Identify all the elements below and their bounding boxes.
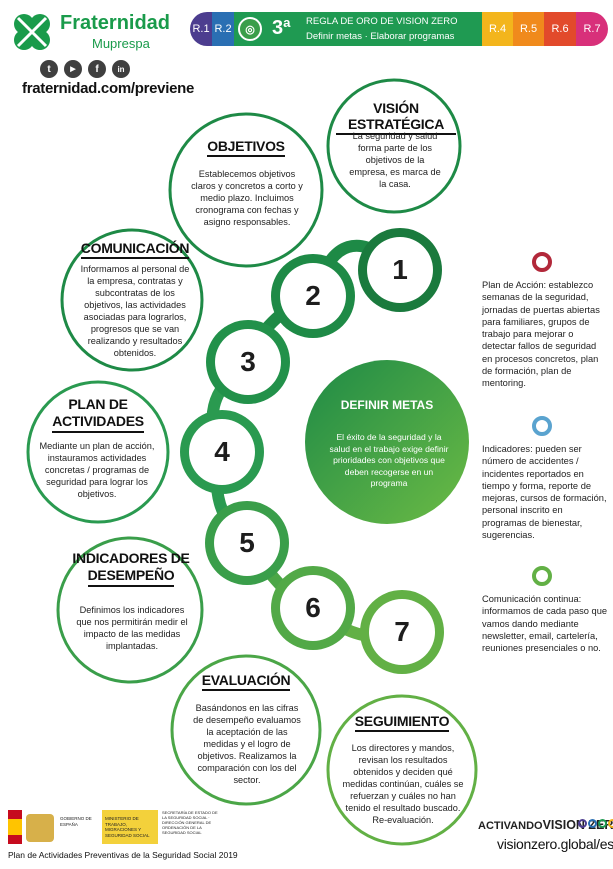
rule-6-tab[interactable]: R.6 (544, 12, 576, 46)
vision-text: La seguridad y salud forma parte de los … (349, 131, 441, 189)
note-comunicacion: Comunicación continua: informamos de cad… (482, 594, 608, 654)
rule-2-tab[interactable]: R.2 (212, 12, 234, 46)
vision-zero-rings-icon (578, 819, 613, 828)
rule-7-tab[interactable]: R.7 (576, 12, 608, 46)
rule-title: REGLA DE ORO DE VISION ZERO (306, 16, 458, 27)
step-1-number: 1 (367, 237, 433, 303)
rule-3-tab[interactable]: ◎ 3ª REGLA DE ORO DE VISION ZERO Definir… (234, 12, 482, 46)
ministry-label: MINISTERIO DE TRABAJO, MIGRACIONES Y SEG… (102, 810, 158, 844)
secretariat-label: SECRETARÍA DE ESTADO DE LA SEGURIDAD SOC… (162, 810, 218, 835)
brand-subtitle: Muprespa (92, 36, 150, 51)
plan-text: Mediante un plan de acción, instauramos … (39, 441, 155, 499)
vision-bubble (326, 78, 462, 214)
blue-ring-icon (532, 416, 552, 436)
objetivos-bubble (168, 112, 324, 268)
center-text: El éxito de la seguridad y la salud en e… (329, 432, 449, 488)
step-7-number: 7 (369, 599, 435, 665)
website-link[interactable]: fraternidad.com/previene (22, 80, 195, 97)
facebook-icon[interactable]: f (88, 60, 106, 78)
spain-flag-icon (8, 810, 22, 844)
seguimiento-bubble (326, 694, 478, 846)
green-ring-icon (532, 566, 552, 586)
youtube-icon[interactable]: ▶ (64, 60, 82, 78)
visionzero-link[interactable]: visionzero.global/es (497, 836, 613, 852)
linkedin-icon[interactable]: in (112, 60, 130, 78)
target-icon: ◎ (238, 17, 262, 41)
golden-rules-bar: R.1 R.2 ◎ 3ª REGLA DE ORO DE VISION ZERO… (190, 12, 608, 46)
objetivos-text: Establecemos objetivos claros y concreto… (191, 169, 303, 227)
footer-plan-text: Plan de Actividades Preventivas de la Se… (8, 850, 238, 860)
step-2-number: 2 (280, 263, 346, 329)
government-logo: GOBIERNO DE ESPAÑA MINISTERIO DE TRABAJO… (8, 810, 218, 844)
seguimiento-title: SEGUIMIENTO (352, 713, 452, 732)
note-plan-accion: Plan de Acción: establezco semanas de la… (482, 280, 600, 389)
objetivos-title: OBJETIVOS (196, 138, 296, 157)
vision-title: VISIÓN ESTRATÉGICA (336, 100, 456, 135)
center-title: DEFINIR METAS (340, 398, 434, 412)
rule-1-tab[interactable]: R.1 (190, 12, 212, 46)
comunicacion-bubble (60, 228, 204, 372)
evaluacion-bubble (170, 654, 322, 806)
social-links: t ▶ f in (40, 60, 130, 78)
evaluacion-title: EVALUACIÓN (196, 672, 296, 691)
comunicacion-title: COMUNICACIÓN (80, 240, 190, 259)
note-indicadores: Indicadores: pueden ser número de accide… (482, 444, 607, 541)
step-3-number: 3 (215, 329, 281, 395)
fraternidad-logo: Fraternidad Muprespa (10, 10, 175, 56)
twitter-icon[interactable]: t (40, 60, 58, 78)
rule-number: 3ª (272, 17, 291, 39)
comunicacion-text: Informamos al personal de la empresa, co… (80, 264, 190, 358)
step-6-number: 6 (280, 575, 346, 641)
seguimiento-text: Los directores y mandos, revisan los res… (342, 743, 464, 825)
brand-name: Fraternidad (60, 12, 171, 34)
evaluacion-text: Basándonos en las cifras de desempeño ev… (193, 703, 301, 785)
rule-5-tab[interactable]: R.5 (513, 12, 544, 46)
rule-subtitle: Definir metas · Elaborar programas (306, 31, 455, 42)
plan-bubble (26, 380, 170, 524)
coat-of-arms-icon (26, 814, 54, 842)
center-bubble (305, 360, 469, 524)
step-5-number: 5 (214, 510, 280, 576)
red-ring-icon (532, 252, 552, 272)
gov-spain-label: GOBIERNO DE ESPAÑA (60, 816, 92, 827)
indicadores-bubble (56, 536, 204, 684)
rule-4-tab[interactable]: R.4 (482, 12, 513, 46)
clover-logo-icon (14, 14, 50, 50)
step-4-number: 4 (189, 419, 255, 485)
indicadores-text: Definimos los indicadores que nos permit… (76, 605, 188, 651)
